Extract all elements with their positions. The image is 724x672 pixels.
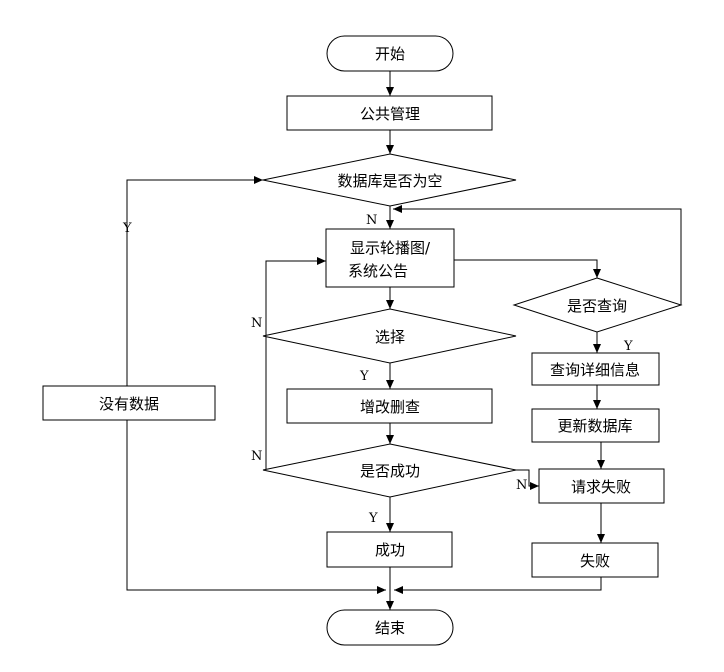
no-data-label: 没有数据 — [99, 395, 159, 413]
select-yes-label: Y — [359, 369, 369, 384]
edge-labels: Y N N Y Y N N Y — [122, 213, 633, 526]
edge-select-no-loop-back — [265, 257, 326, 336]
end-label: 结束 — [375, 619, 405, 637]
query-yes-label: Y — [623, 339, 633, 354]
success-no-left-label: N — [251, 449, 262, 464]
query-detail-label: 查询详细信息 — [550, 361, 640, 379]
crud-box — [286, 388, 493, 424]
db-empty-no-label: N — [366, 213, 377, 228]
success-yes-label: Y — [368, 511, 378, 526]
request-fail-box — [538, 468, 665, 504]
request-fail-label: 请求失败 — [571, 478, 631, 496]
success-box — [326, 531, 453, 568]
db-empty-decision — [262, 153, 517, 207]
node-labels: 开始 公共管理 数据库是否为空 显示轮播图/ 系统公告 是否查询 选择 查询详细… — [99, 45, 640, 637]
is-success-decision — [262, 443, 517, 498]
select-no-label: N — [251, 316, 262, 331]
carousel-label-line1: 显示轮播图/ — [350, 239, 431, 257]
db-empty-label: 数据库是否为空 — [337, 172, 442, 190]
edge-carousel-to-is-query — [454, 259, 601, 278]
select-decision — [262, 308, 517, 364]
carousel-box — [325, 228, 455, 288]
carousel-label-line2: 系统公告 — [348, 262, 408, 280]
edge-success-no-to-request-fail — [516, 469, 539, 490]
edge-fail-to-end — [394, 577, 602, 594]
end-terminator — [326, 609, 454, 646]
is-query-decision — [512, 277, 683, 333]
edge-db-empty-yes-to-no-data — [126, 176, 263, 386]
fail-box — [531, 542, 659, 578]
start-terminator — [326, 35, 454, 72]
start-label: 开始 — [375, 45, 405, 63]
update-db-box — [531, 408, 660, 443]
fail-label: 失败 — [580, 552, 610, 570]
public-mgmt-box — [286, 95, 493, 131]
select-label: 选择 — [375, 328, 405, 346]
update-db-label: 更新数据库 — [557, 417, 632, 435]
query-detail-box — [531, 352, 660, 386]
is-success-label: 是否成功 — [360, 462, 420, 480]
no-data-box — [42, 385, 216, 421]
shapes — [42, 35, 683, 646]
db-empty-yes-label: Y — [122, 221, 132, 236]
is-query-label: 是否查询 — [567, 297, 627, 315]
success-no-right-label: N — [516, 478, 527, 493]
edge-no-data-to-end — [126, 420, 386, 594]
public-mgmt-label: 公共管理 — [360, 105, 420, 123]
crud-label: 增改删查 — [360, 398, 420, 416]
success-label: 成功 — [375, 541, 405, 559]
